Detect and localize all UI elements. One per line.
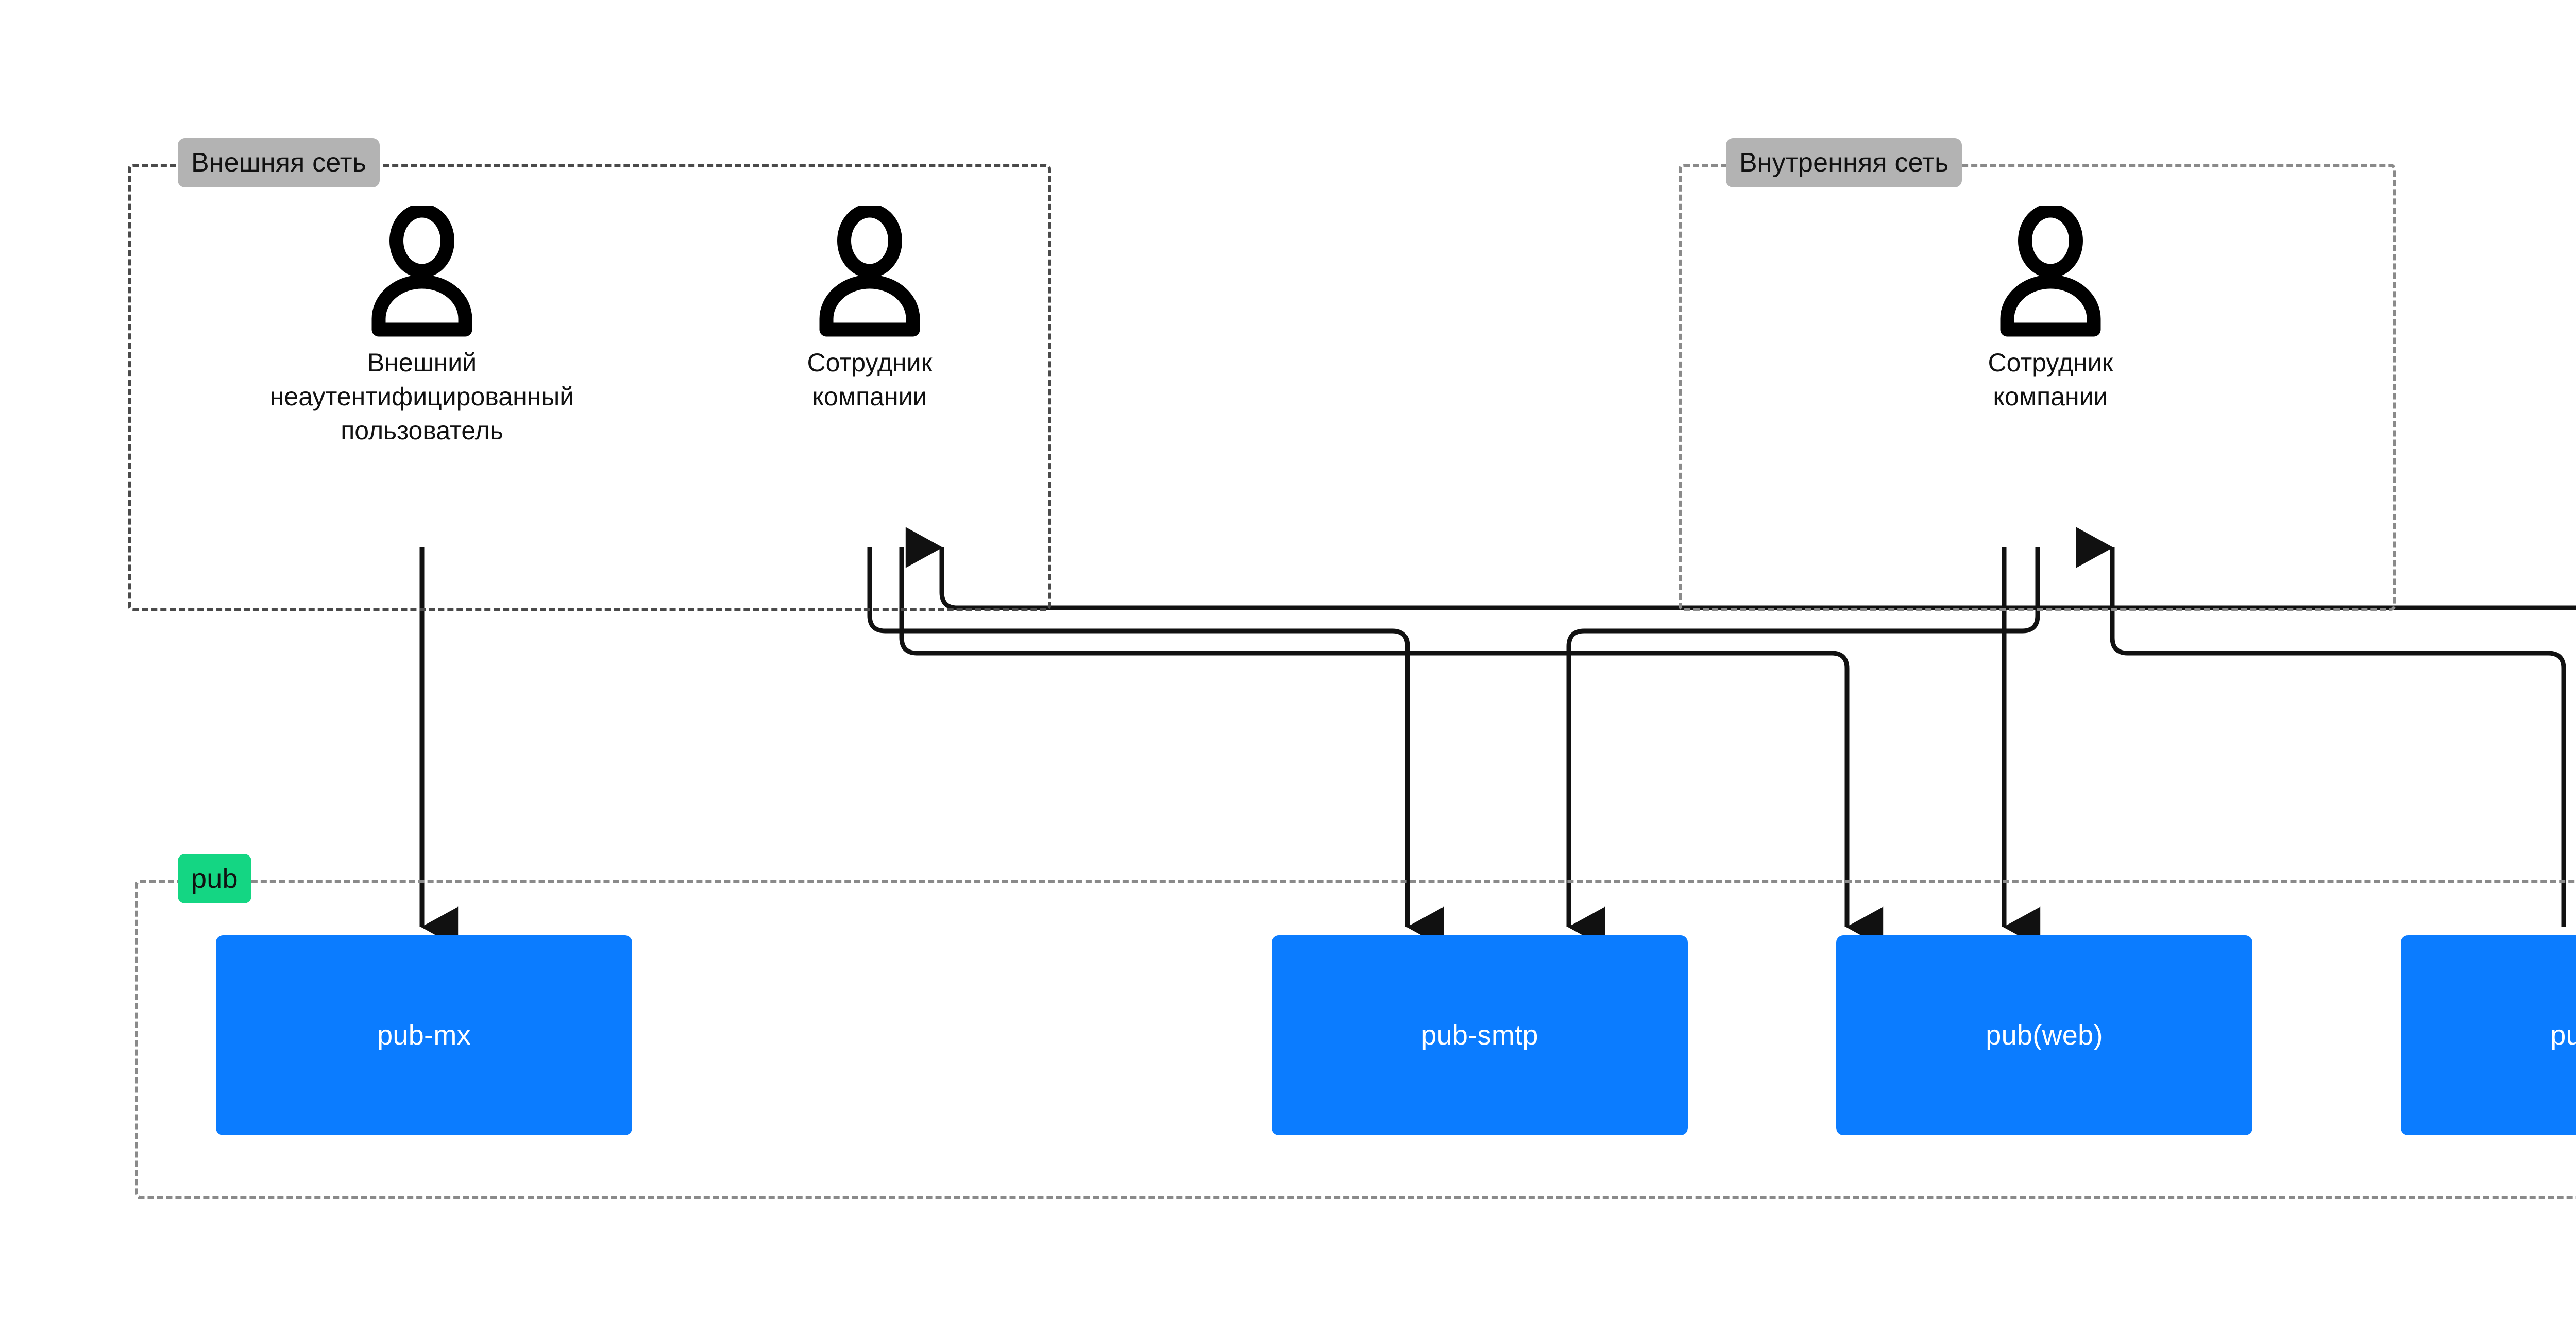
zone-internal-network	[1679, 164, 2396, 611]
zone-pub-label: pub	[178, 854, 251, 903]
person-icon	[816, 206, 924, 337]
node-pub-smtp[interactable]: pub-smtp	[1272, 935, 1688, 1135]
actor-external-employee-label: Сотрудник компании	[807, 348, 933, 411]
person-icon	[1996, 206, 2105, 337]
actor-external-user-label: Внешний неаутентифицированный пользовате…	[269, 348, 574, 445]
actor-external-user: Внешний неаутентифицированный пользовате…	[216, 206, 628, 448]
actor-external-employee: Сотрудник компании	[705, 206, 1035, 414]
zone-pub	[135, 880, 2576, 1199]
node-pub-imap[interactable]: pub-imap	[2401, 935, 2576, 1135]
actor-internal-employee-label: Сотрудник компании	[1988, 348, 2113, 411]
person-icon	[368, 206, 476, 337]
node-pub-mx-label: pub-mx	[377, 1020, 471, 1051]
node-pub-web-label: pub(web)	[1986, 1020, 2103, 1051]
node-pub-imap-label: pub-imap	[2550, 1020, 2576, 1051]
zone-external-network-label: Внешняя сеть	[178, 138, 380, 187]
node-pub-mx[interactable]: pub-mx	[216, 935, 632, 1135]
actor-internal-employee: Сотрудник компании	[1886, 206, 2215, 414]
node-pub-web[interactable]: pub(web)	[1836, 935, 2252, 1135]
node-pub-smtp-label: pub-smtp	[1421, 1020, 1538, 1051]
zone-external-network	[128, 164, 1051, 611]
zone-internal-network-label: Внутренняя сеть	[1726, 138, 1962, 187]
